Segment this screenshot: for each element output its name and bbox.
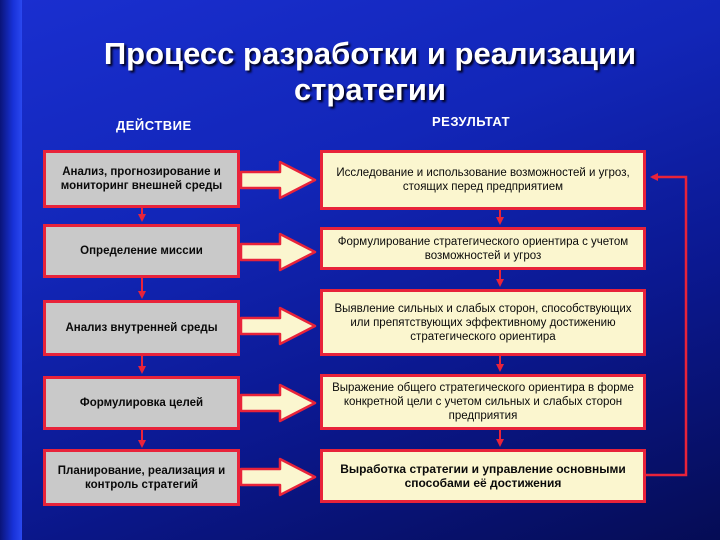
block-arrow-4: [239, 383, 317, 423]
result-box-strategy: Выработка стратегии и управление основны…: [320, 449, 646, 503]
slide-title: Процесс разработки и реализации стратеги…: [40, 36, 700, 108]
action-box-mission: Определение миссии: [43, 224, 240, 278]
title-line-2: стратегии: [293, 72, 447, 107]
feedback-loop-line: [646, 173, 688, 477]
action-box-internal-analysis: Анализ внутренней среды: [43, 300, 240, 356]
block-arrow-2: [239, 232, 317, 272]
action-box-goals: Формулировка целей: [43, 376, 240, 430]
action-box-planning: Планирование, реализация и контроль стра…: [43, 449, 240, 506]
result-box-orientation: Формулирование стратегического ориентира…: [320, 227, 646, 270]
result-box-strengths: Выявление сильных и слабых сторон, спосо…: [320, 289, 646, 356]
result-box-opportunities: Исследование и использование возможносте…: [320, 150, 646, 210]
result-box-goal: Выражение общего стратегического ориенти…: [320, 374, 646, 430]
block-arrow-1: [239, 160, 317, 200]
left-stripe: [0, 0, 22, 540]
column-header-action: ДЕЙСТВИЕ: [116, 118, 192, 133]
column-header-result: РЕЗУЛЬТАТ: [432, 114, 511, 129]
block-arrow-5: [239, 457, 317, 497]
block-arrow-3: [239, 306, 317, 346]
title-line-1: Процесс разработки и реализации: [103, 36, 637, 71]
action-box-external-analysis: Анализ, прогнозирование и мониторинг вне…: [43, 150, 240, 208]
